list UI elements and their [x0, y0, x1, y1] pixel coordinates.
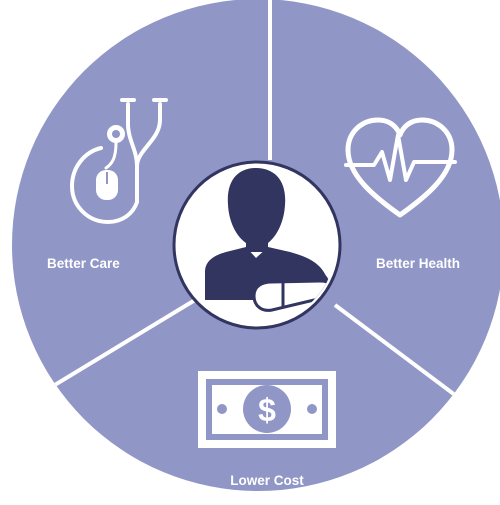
- money-icon: $: [198, 371, 336, 448]
- heart-pulse-icon: [344, 117, 457, 218]
- segment-label-better-care: Better Care: [47, 256, 120, 271]
- segment-label-better-health: Better Health: [376, 256, 460, 271]
- divider-right: [333, 303, 477, 412]
- svg-text:$: $: [258, 392, 276, 428]
- segment-label-lower-cost: Lower Cost: [230, 473, 304, 488]
- patient-with-arm-sling-icon: [205, 168, 334, 312]
- divider-left: [28, 298, 197, 402]
- stethoscope-icon: [70, 98, 168, 224]
- segment-dividers: [28, 0, 477, 412]
